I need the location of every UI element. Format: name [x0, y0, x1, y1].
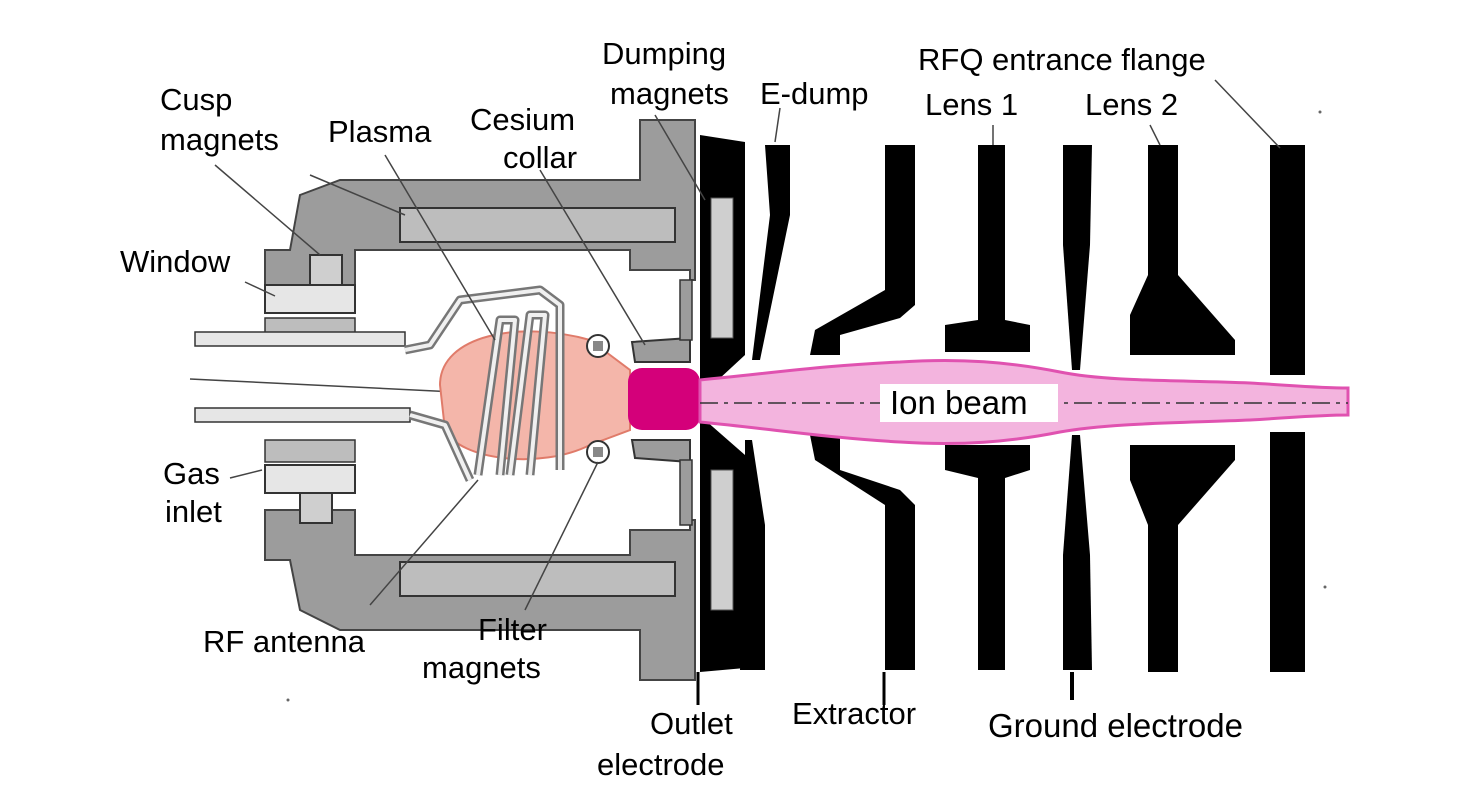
- label-cesium-line1: Cesium: [470, 102, 575, 137]
- e-dump-bottom: [740, 440, 765, 670]
- cesium-collar-post-bottom: [679, 459, 693, 526]
- filter-magnet-top-core: [593, 341, 603, 351]
- ion-beam-label: Ion beam: [890, 384, 1028, 421]
- ion-beam-label-bg: [880, 384, 1058, 422]
- label-dumping-line1: Dumping: [602, 36, 726, 71]
- leader-rf-antenna: [369, 479, 479, 606]
- label-rfq-entrance-flange: RFQ entrance flange: [918, 42, 1206, 77]
- rfq-flange-bottom: [1270, 432, 1305, 672]
- label-gas-line1: Gas: [163, 456, 220, 491]
- cesium-collar: [630, 279, 693, 526]
- inner-chamber-wall-bottom: [264, 439, 356, 463]
- antenna-coil-1-inner: [476, 318, 517, 476]
- label-window: Window: [120, 244, 231, 279]
- leader-cusp-2: [309, 174, 406, 216]
- label-cusp-line2: magnets: [160, 122, 279, 157]
- label-lens-2: Lens 2: [1085, 87, 1178, 122]
- labels: Cusp magnets Plasma Cesium collar Dumpin…: [120, 36, 1243, 782]
- window-block-top: [264, 284, 356, 314]
- leader-rfq: [1214, 79, 1281, 149]
- stray-dot-right: [1318, 110, 1322, 114]
- extractor: [810, 145, 915, 670]
- dumping-magnet-top: [710, 197, 734, 339]
- gas-tube-upper: [194, 331, 406, 347]
- window-block-mid-bottom: [299, 492, 333, 524]
- stray-dot-left: [286, 698, 290, 702]
- label-filter-line2: magnets: [422, 650, 541, 685]
- label-outlet-line1: Outlet: [650, 706, 733, 741]
- leader-lens2: [1149, 124, 1161, 146]
- ground-electrode-top: [1063, 145, 1092, 370]
- leader-edump: [774, 107, 781, 143]
- extractor-top: [810, 145, 915, 355]
- lens-2-top: [1130, 145, 1235, 355]
- lens-1-top: [945, 145, 1030, 352]
- label-ground-electrode: Ground electrode: [988, 707, 1243, 744]
- label-dumping-line2: magnets: [610, 76, 729, 111]
- lens-1: [945, 145, 1030, 670]
- e-dump: [740, 145, 790, 670]
- stray-dot-bottom-right: [1323, 585, 1327, 589]
- label-outlet-line2: electrode: [597, 747, 725, 782]
- leader-gas: [229, 469, 263, 479]
- antenna-lead-top-inner: [404, 288, 562, 470]
- label-lens-1: Lens 1: [925, 87, 1018, 122]
- rfq-flange-top: [1270, 145, 1305, 375]
- outlet-electrode: [700, 135, 745, 672]
- extractor-bottom: [810, 435, 915, 670]
- ground-electrode: [1063, 145, 1092, 670]
- cesium-plug: [628, 368, 700, 430]
- filter-magnet-bottom-core: [593, 447, 603, 457]
- filter-magnets: [586, 334, 610, 464]
- antenna-coil-2-inner: [508, 313, 547, 476]
- antenna-lead-bottom-inner: [409, 413, 472, 481]
- rfq-entrance-flange: [1270, 145, 1305, 672]
- label-plasma: Plasma: [328, 114, 432, 149]
- label-extractor: Extractor: [792, 696, 916, 731]
- label-gas-line2: inlet: [165, 494, 222, 529]
- label-rf-antenna: RF antenna: [203, 624, 366, 659]
- cesium-collar-top: [630, 336, 691, 363]
- cusp-magnet-bottom: [399, 561, 676, 597]
- gas-tube-lower: [194, 407, 411, 423]
- window-block-bottom: [264, 464, 356, 494]
- dumping-magnet-bottom: [710, 469, 734, 611]
- cesium-collar-post-top: [679, 279, 693, 341]
- leader-cesium: [539, 169, 646, 346]
- source-housing: [264, 119, 696, 681]
- leader-lines: [214, 79, 1281, 705]
- leader-dumping: [654, 114, 706, 201]
- cesium-collar-bottom: [630, 439, 691, 464]
- e-dump-top: [752, 145, 790, 360]
- label-filter-line1: Filter: [478, 612, 547, 647]
- lens-2-bottom: [1130, 445, 1235, 672]
- window-block-mid-top: [309, 254, 343, 286]
- rf-antenna-inner: [404, 288, 562, 481]
- leader-plasma: [384, 154, 496, 341]
- leader-window: [244, 281, 276, 297]
- leader-filter: [524, 461, 599, 611]
- ground-electrode-bottom: [1063, 435, 1092, 670]
- leader-cusp: [214, 164, 321, 256]
- label-cusp-line1: Cusp: [160, 82, 232, 117]
- lens-2: [1130, 145, 1235, 672]
- label-cesium-line2: collar: [503, 140, 577, 175]
- label-e-dump: E-dump: [760, 76, 869, 111]
- lens-1-bottom: [945, 445, 1030, 670]
- cusp-magnet-top: [399, 207, 676, 243]
